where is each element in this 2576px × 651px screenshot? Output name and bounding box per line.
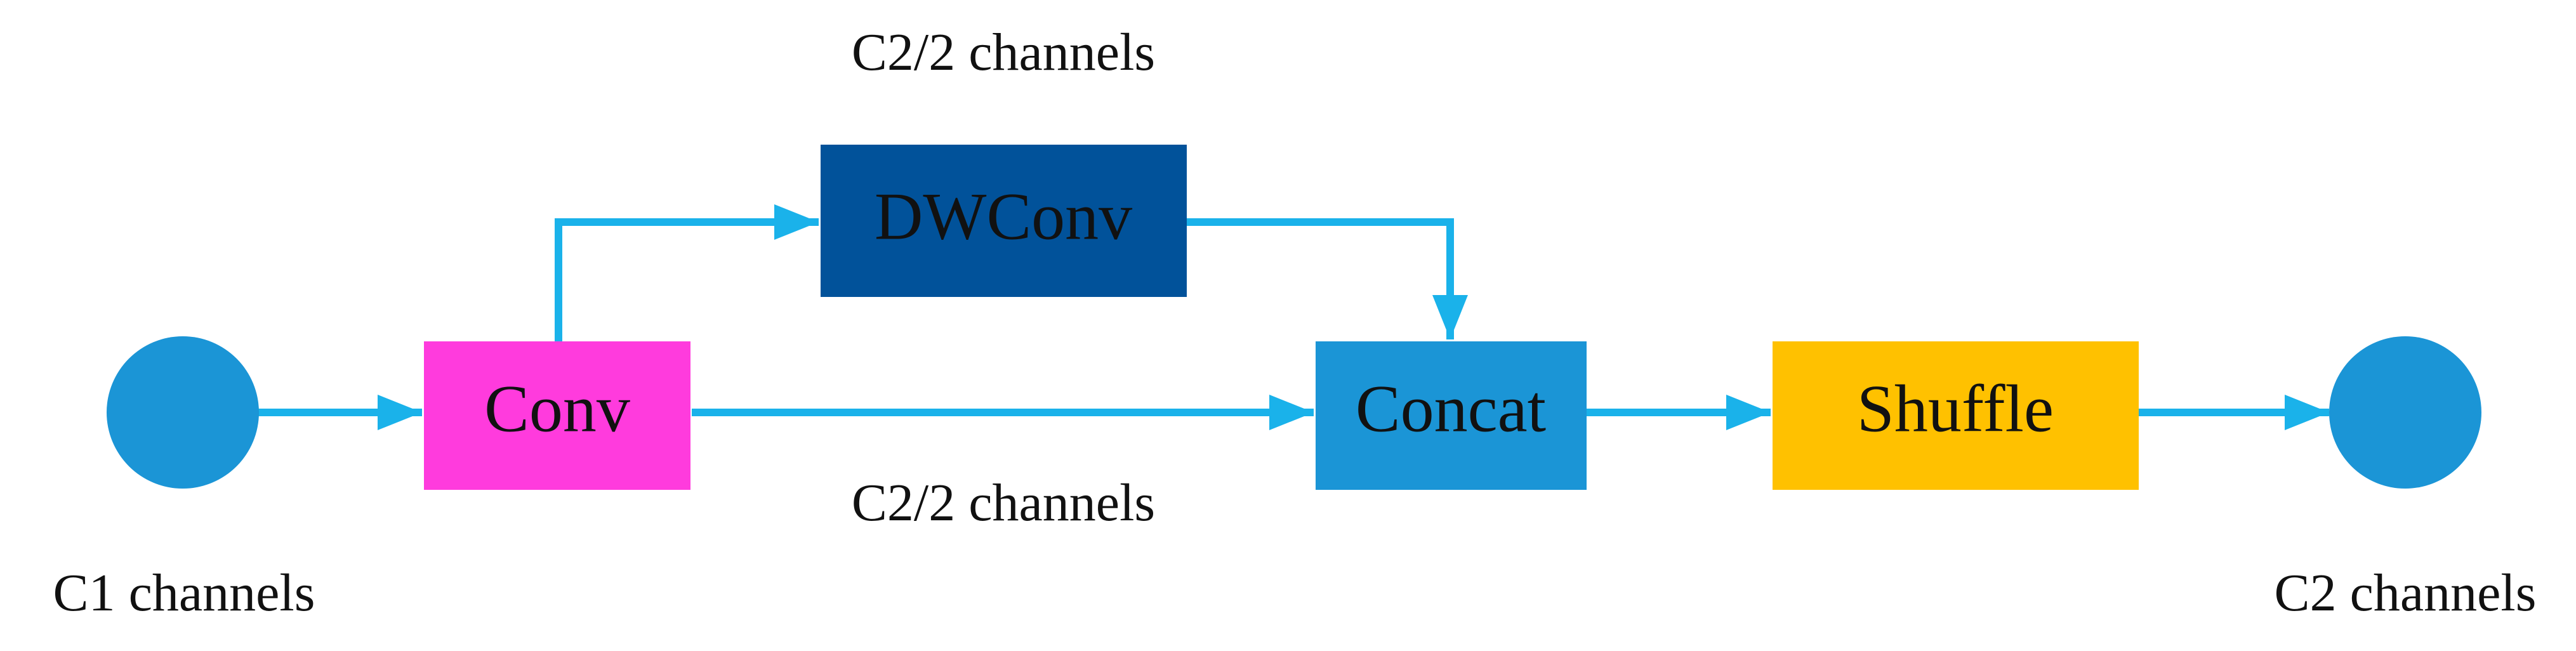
shuffle-block: Shuffle bbox=[1773, 341, 2139, 490]
input-channels-label: C1 channels bbox=[53, 563, 315, 622]
concat-box bbox=[1316, 341, 1587, 490]
conv-block: Conv bbox=[424, 341, 690, 490]
edge-dwconv-to-concat bbox=[1187, 218, 1468, 339]
bottom-branch-channels-label: C2/2 channels bbox=[852, 473, 1155, 532]
dwconv-box bbox=[821, 145, 1187, 297]
shuffle-box bbox=[1773, 341, 2139, 490]
conv-box bbox=[424, 341, 690, 490]
dwconv-block: DWConv bbox=[821, 145, 1187, 297]
edges bbox=[257, 204, 2329, 430]
edge-conv-to-dwconv bbox=[555, 204, 819, 343]
top-branch-channels-label: C2/2 channels bbox=[852, 23, 1155, 82]
input-node bbox=[107, 336, 259, 489]
conv-label: Conv bbox=[484, 371, 630, 445]
output-node bbox=[2329, 336, 2481, 489]
output-channels-label: C2 channels bbox=[2275, 563, 2537, 622]
shuffle-label: Shuffle bbox=[1857, 371, 2054, 445]
dwconv-label: DWConv bbox=[875, 179, 1132, 253]
concat-label: Concat bbox=[1356, 371, 1546, 445]
concat-block: Concat bbox=[1316, 341, 1587, 490]
